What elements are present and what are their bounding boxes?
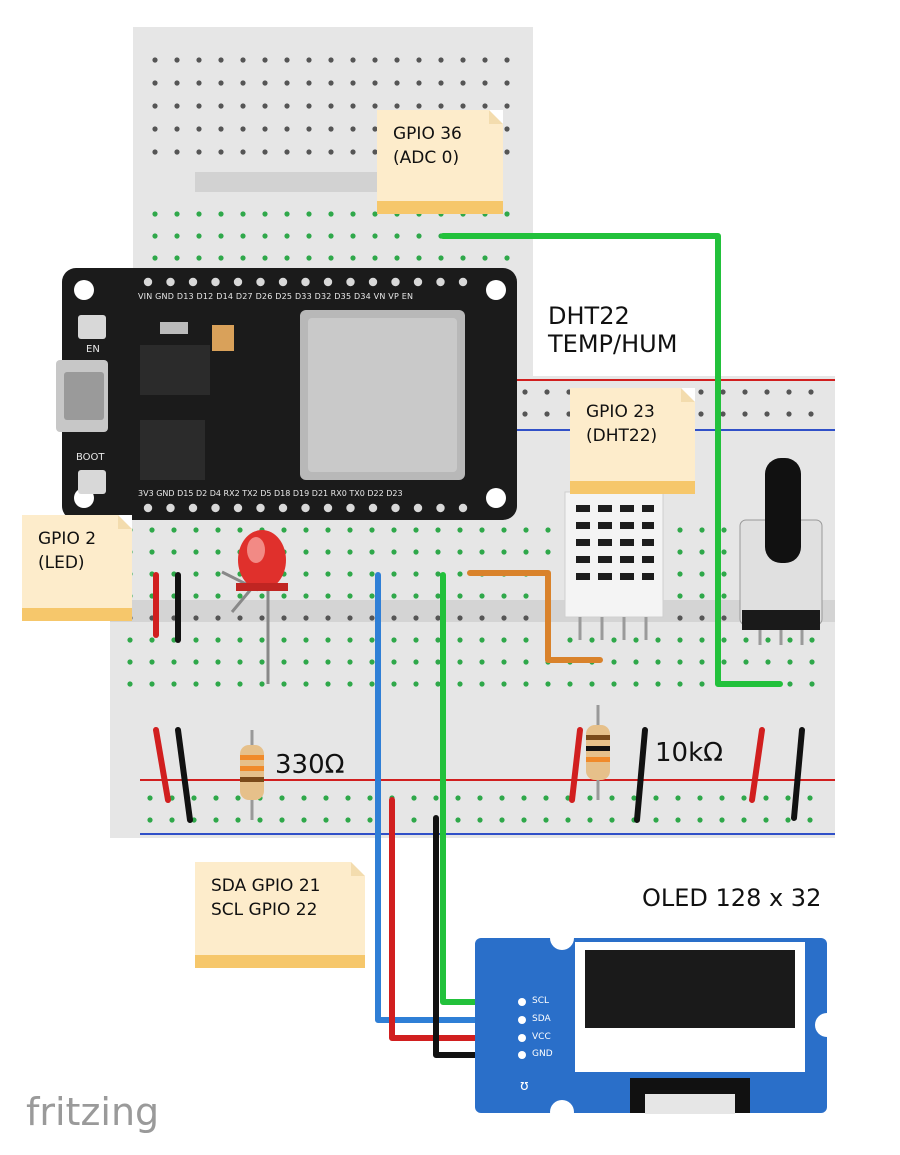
resistor-10k bbox=[586, 705, 610, 800]
jumper-red-4 bbox=[749, 727, 765, 803]
led-red bbox=[221, 530, 288, 684]
potentiometer bbox=[739, 458, 823, 645]
note-gpio2-line2: (LED) bbox=[38, 553, 85, 573]
oled-display: ʊ bbox=[475, 926, 839, 1124]
jumper-black-4 bbox=[791, 727, 805, 821]
jumper-black-2 bbox=[175, 727, 193, 823]
note-gpio36-line1: GPIO 36 bbox=[393, 124, 462, 144]
note-gpio23-dht: GPIO 23 (DHT22) bbox=[570, 388, 695, 494]
en-button-label: EN bbox=[86, 344, 100, 355]
boot-button-label: BOOT bbox=[76, 452, 105, 463]
dht22-title-line2: TEMP/HUM bbox=[548, 330, 678, 358]
note-gpio36-adc: GPIO 36 (ADC 0) bbox=[377, 110, 503, 214]
note-gpio2-led: GPIO 2 (LED) bbox=[22, 515, 132, 621]
note-gpio23-line2: (DHT22) bbox=[586, 426, 658, 446]
note-gpio36-line2: (ADC 0) bbox=[393, 148, 460, 168]
breadboard-top-channel bbox=[195, 172, 390, 192]
resistor-330 bbox=[240, 730, 264, 820]
note-i2c-line1: SDA GPIO 21 bbox=[211, 876, 321, 896]
esp32-board bbox=[56, 268, 517, 520]
oled-pin-sda: SDA bbox=[532, 1014, 551, 1024]
boot-button bbox=[78, 470, 106, 494]
oled-pin-vcc: VCC bbox=[532, 1032, 551, 1042]
esp32-pins bbox=[143, 277, 468, 513]
resistor-10k-label: 10kΩ bbox=[655, 738, 724, 768]
breadboard-bottom bbox=[110, 520, 835, 838]
wire-blue-sda bbox=[375, 572, 525, 1023]
dht22-sensor bbox=[564, 491, 664, 640]
wire-green-adc bbox=[440, 233, 783, 687]
jumper-black-3 bbox=[634, 727, 648, 823]
dht22-title-line1: DHT22 bbox=[548, 302, 630, 330]
en-button bbox=[78, 315, 106, 339]
note-gpio2-line1: GPIO 2 bbox=[38, 529, 97, 549]
wire-orange-dht bbox=[467, 570, 603, 663]
note-i2c-line2: SCL GPIO 22 bbox=[211, 900, 318, 920]
esp32-top-pin-labels: VIN GND D13 D12 D14 D27 D26 D25 D33 D32 … bbox=[138, 292, 414, 301]
jumper-red-3 bbox=[569, 727, 583, 803]
jumper-red-2 bbox=[153, 727, 171, 803]
oled-pin-gnd: GND bbox=[532, 1049, 553, 1059]
note-gpio23-line1: GPIO 23 bbox=[586, 402, 655, 422]
resistor-330-label: 330Ω bbox=[275, 750, 345, 780]
fritzing-watermark: fritzing bbox=[26, 1090, 160, 1134]
svg-text:ʊ: ʊ bbox=[520, 1078, 529, 1094]
esp32-bottom-pin-labels: 3V3 GND D15 D2 D4 RX2 TX2 D5 D18 D19 D21… bbox=[138, 489, 403, 498]
oled-title: OLED 128 x 32 bbox=[642, 884, 822, 912]
oled-pin-scl: SCL bbox=[532, 996, 550, 1006]
note-i2c-pins: SDA GPIO 21 SCL GPIO 22 bbox=[195, 862, 365, 968]
